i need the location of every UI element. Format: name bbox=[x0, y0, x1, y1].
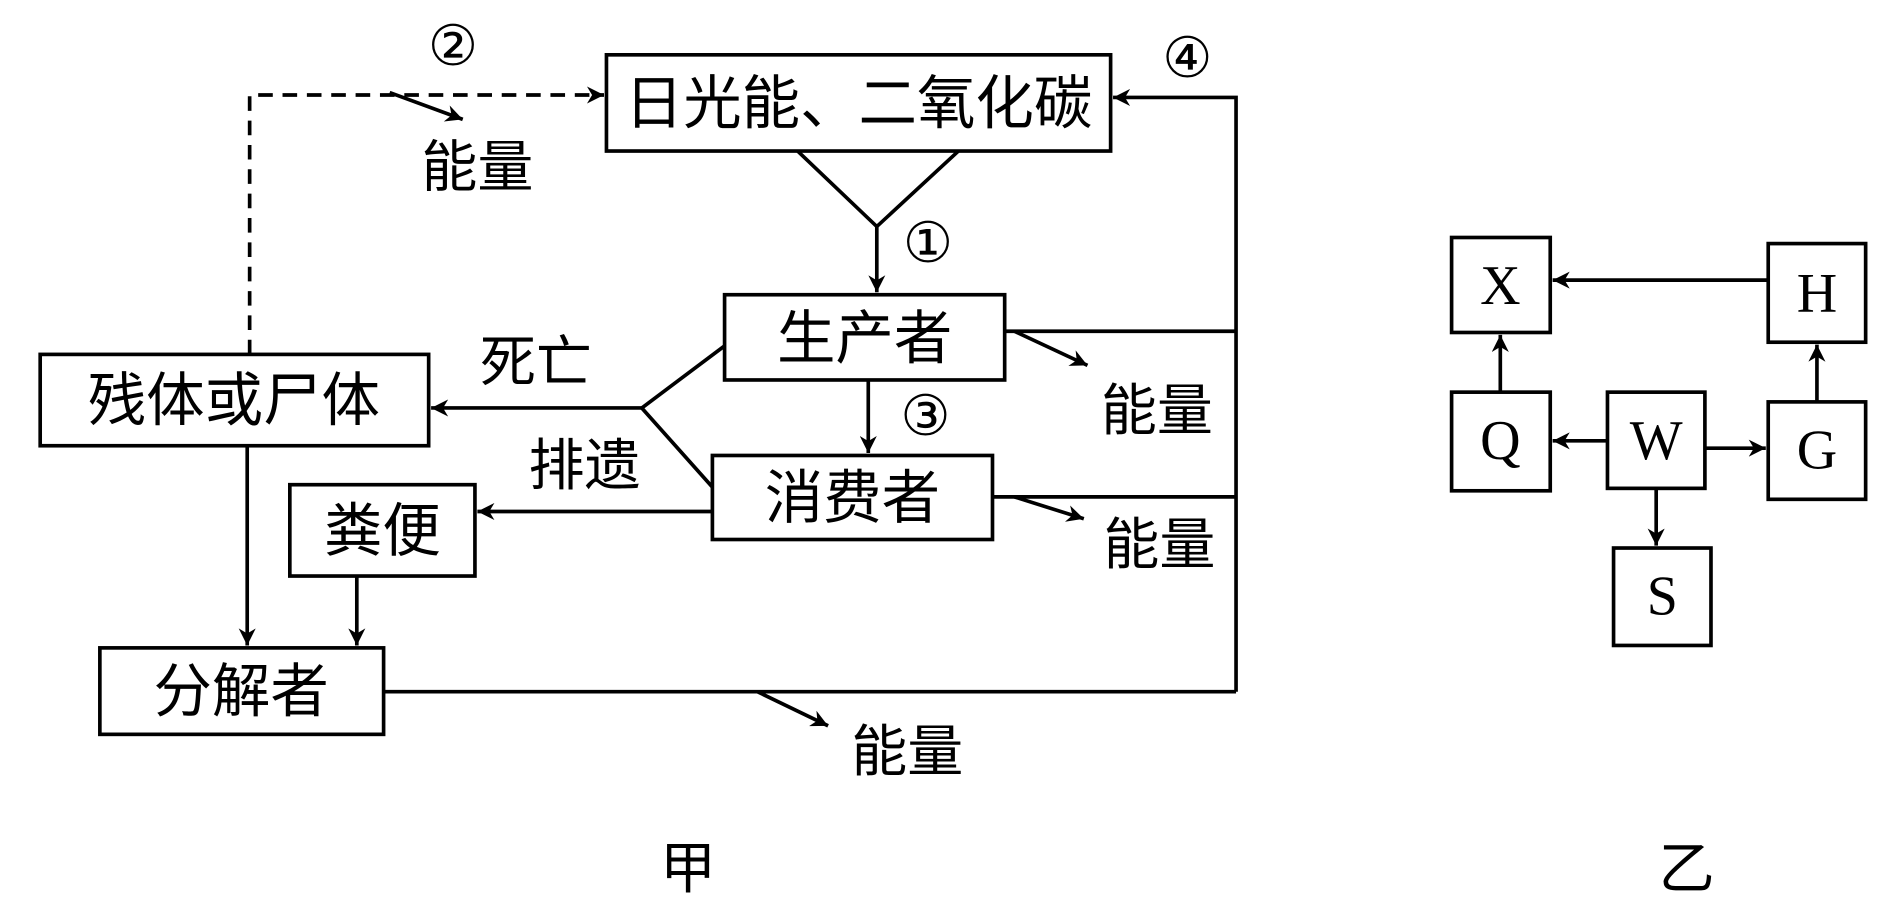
node-g-label: G bbox=[1797, 420, 1837, 482]
node-sunlight-co2-label: 日光能、二氧化碳 bbox=[625, 70, 1093, 138]
energy-label-remains: 能量 bbox=[421, 136, 533, 201]
process-marker-4: ④ bbox=[1162, 26, 1212, 91]
node-consumer-label: 消费者 bbox=[765, 464, 940, 532]
energy-arrow-producer bbox=[1013, 329, 1089, 368]
node-sunlight-co2-box bbox=[604, 52, 1113, 153]
energy-arrow-remains bbox=[389, 90, 464, 122]
node-q-label: Q bbox=[1480, 410, 1520, 472]
energy-arrow-consumer bbox=[1013, 495, 1085, 522]
node-remains-box bbox=[38, 352, 431, 448]
node-decomposer-box bbox=[98, 646, 386, 737]
node-decomposer-label: 分解者 bbox=[153, 658, 328, 726]
return-line-to-sunlight bbox=[1113, 88, 1238, 692]
node-feces-box bbox=[288, 482, 477, 578]
diagram-jia: 日光能、二氧化碳 ② 能量 ① 生产者 能量 ④ ③ 消费者 能量 死亡 bbox=[38, 14, 1238, 902]
node-consumer-box bbox=[710, 453, 995, 542]
energy-label-producer: 能量 bbox=[1101, 379, 1213, 444]
node-remains-label: 残体或尸体 bbox=[88, 367, 380, 435]
node-h-box bbox=[1766, 241, 1868, 345]
process-marker-1: ① bbox=[903, 211, 953, 276]
energy-arrow-decomposer bbox=[756, 690, 829, 728]
node-s-box bbox=[1611, 546, 1713, 648]
node-producer-label: 生产者 bbox=[777, 305, 952, 373]
node-w-label: W bbox=[1630, 410, 1683, 472]
node-w-box bbox=[1605, 390, 1707, 491]
node-feces-label: 粪便 bbox=[324, 497, 441, 565]
node-x-label: X bbox=[1480, 255, 1520, 317]
process-marker-3: ③ bbox=[900, 384, 950, 449]
node-g-box bbox=[1766, 400, 1868, 502]
process-marker-2: ② bbox=[428, 14, 478, 79]
diagram-yi: X H Q W G S 乙 bbox=[1449, 235, 1868, 902]
energy-label-consumer: 能量 bbox=[1103, 513, 1215, 578]
caption-yi: 乙 bbox=[1659, 837, 1715, 902]
node-x-box bbox=[1449, 235, 1553, 335]
node-producer-box bbox=[722, 292, 1007, 382]
node-h-label: H bbox=[1797, 263, 1837, 325]
caption-jia: 甲 bbox=[660, 837, 716, 902]
energy-label-decomposer: 能量 bbox=[851, 720, 963, 785]
edge-label-excretion: 排遗 bbox=[529, 434, 641, 499]
edge-label-death: 死亡 bbox=[480, 330, 592, 395]
node-s-label: S bbox=[1647, 566, 1678, 628]
dashed-arrow-remains-to-sunlight bbox=[247, 86, 605, 355]
